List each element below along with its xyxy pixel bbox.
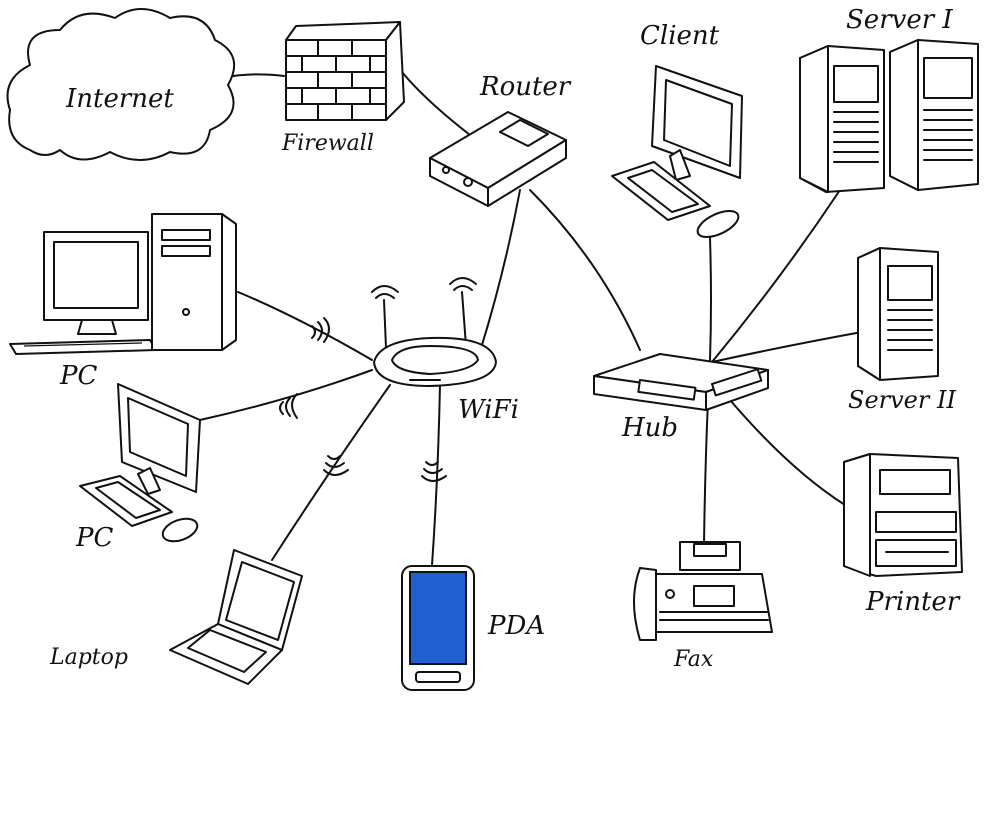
laptop-node[interactable]: Laptop (49, 549, 303, 685)
pda-screen (409, 571, 467, 665)
link-server1-hub (711, 189, 841, 363)
link-router-wifi (481, 189, 521, 346)
connections (199, 71, 863, 566)
link-firewall-router (401, 71, 471, 136)
wifi-label: WiFi (458, 395, 519, 425)
router-node[interactable]: Router (429, 72, 572, 207)
hub-node[interactable]: Hub (593, 353, 769, 443)
printer-label: Printer (865, 587, 961, 617)
router-label: Router (479, 72, 572, 102)
pda-icon (401, 565, 475, 691)
laptop-label: Laptop (49, 645, 128, 670)
laptop-icon (169, 549, 303, 685)
firewall-node[interactable]: Firewall (281, 21, 405, 156)
link-pc-wifi (237, 291, 373, 361)
fax-icon (633, 541, 773, 641)
fax-label: Fax (673, 647, 714, 672)
link-hub-printer (729, 399, 846, 506)
firewall-label: Firewall (281, 131, 374, 156)
hub-icon (593, 353, 769, 411)
wifi-node[interactable]: WiFi (371, 277, 519, 425)
pc-top-node[interactable]: PC (9, 213, 237, 391)
internet-label: Internet (65, 84, 174, 114)
link-laptop-wifi (271, 384, 391, 561)
pc-mid-node[interactable]: PC (75, 383, 201, 553)
link-router-hub (529, 189, 641, 351)
link-client-hub (709, 237, 712, 361)
hub-label: Hub (621, 413, 678, 443)
server-icon (857, 247, 939, 381)
cloud-icon (6, 8, 236, 161)
link-hub-fax (703, 399, 709, 546)
desktop-pc-icon (9, 213, 237, 355)
client-label: Client (640, 21, 720, 51)
server2-node[interactable]: Server II (848, 247, 956, 414)
printer-icon (843, 453, 963, 577)
pda-node[interactable]: PDA (401, 565, 545, 691)
pda-label: PDA (487, 611, 545, 641)
router-icon (429, 111, 567, 207)
server2-label: Server II (848, 386, 956, 414)
desktop-pc-icon (79, 383, 201, 543)
desktop-pc-icon (611, 65, 743, 238)
client-node[interactable]: Client (611, 21, 743, 242)
server1-label: Server I (846, 5, 953, 35)
printer-node[interactable]: Printer (843, 453, 963, 617)
server1-node[interactable]: Server I (799, 5, 979, 193)
pc-top-label: PC (59, 361, 97, 391)
server-icon (799, 39, 979, 193)
firewall-icon (285, 21, 405, 121)
pc-mid-label: PC (75, 523, 113, 553)
link-pda-wifi (431, 384, 441, 566)
link-pc2-wifi (199, 369, 373, 421)
fax-node[interactable]: Fax (633, 541, 773, 672)
internet-node[interactable]: Internet (6, 8, 236, 161)
link-server2-hub (711, 331, 863, 363)
wifi-router-icon (371, 277, 497, 387)
